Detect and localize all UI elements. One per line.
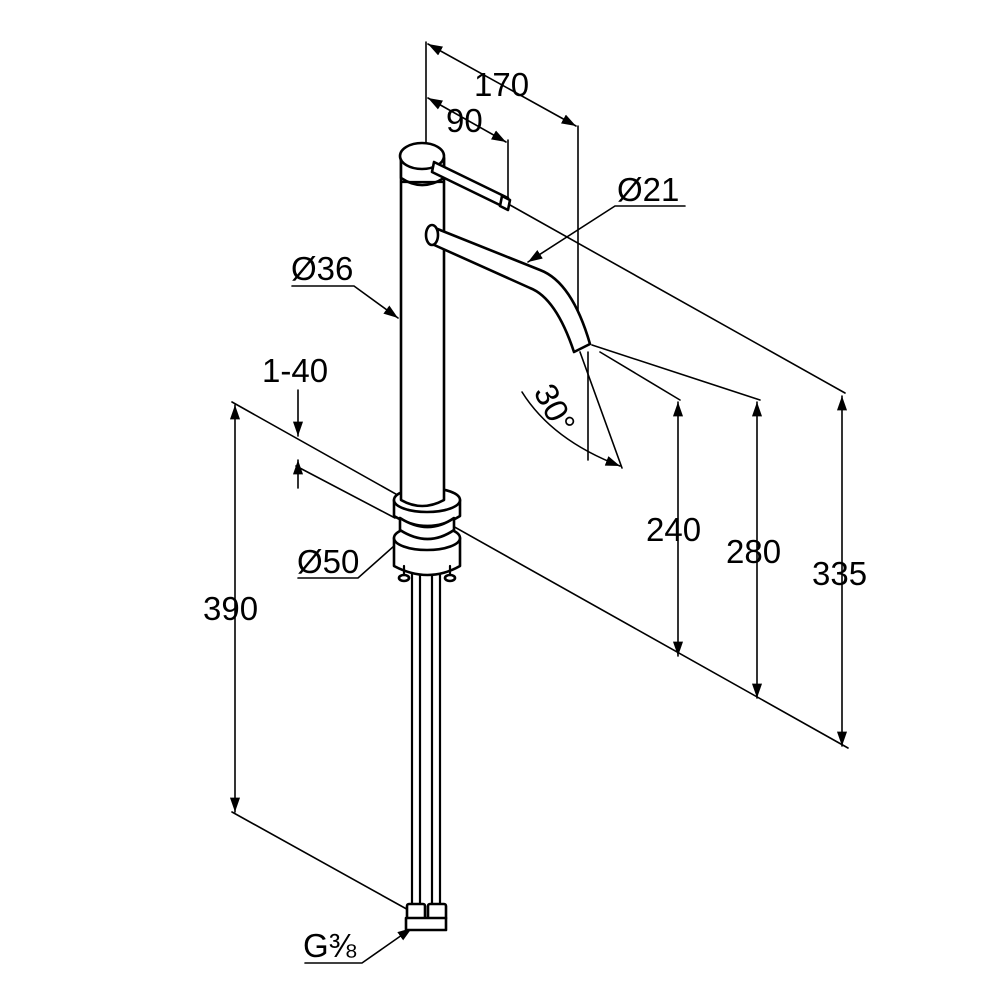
label-335: 335 (812, 555, 867, 592)
angle-arc (521, 391, 621, 467)
dimension-lines (229, 43, 848, 813)
dim-170-line (427, 43, 577, 127)
label-dia-50: Ø50 (297, 543, 359, 580)
extension-lines (231, 41, 849, 913)
label-170: 170 (474, 66, 529, 103)
label-dia-36: Ø36 (291, 250, 353, 287)
label-90: 90 (446, 102, 483, 139)
label-dia-21: Ø21 (617, 171, 679, 208)
label-connection: G⅜ (303, 927, 357, 964)
label-1-40: 1-40 (262, 352, 328, 389)
leader-lines (291, 205, 686, 964)
dimension-labels: 170 90 Ø21 Ø36 1-40 30° Ø50 240 280 335 … (203, 66, 867, 964)
dim-90-line (427, 97, 507, 143)
label-240: 240 (646, 511, 701, 548)
faucet-body (392, 141, 592, 932)
label-angle-30: 30° (527, 378, 583, 439)
label-280: 280 (726, 533, 781, 570)
label-390: 390 (203, 590, 258, 627)
